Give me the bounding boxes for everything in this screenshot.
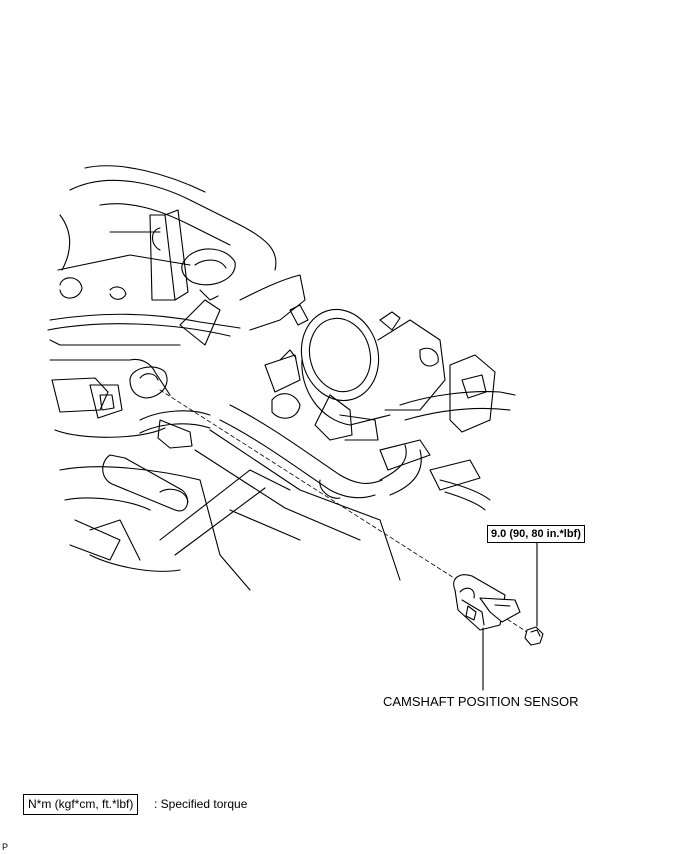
hoses	[139, 391, 516, 511]
corner-mark: P	[2, 842, 9, 852]
alignment-line	[159, 389, 466, 586]
legend-description: : Specified torque	[154, 797, 248, 811]
camshaft-position-sensor	[453, 574, 521, 631]
intake-manifold	[47, 165, 309, 572]
legend-torque-units: N*m (kgf*cm, ft.*lbf)	[23, 794, 139, 815]
sensor-label: CAMSHAFT POSITION SENSOR	[383, 694, 579, 709]
torque-callout: 9.0 (90, 80 in.*lbf)	[487, 525, 585, 543]
throttle-body	[264, 308, 496, 491]
bracket	[89, 429, 401, 591]
bolt	[524, 626, 544, 646]
